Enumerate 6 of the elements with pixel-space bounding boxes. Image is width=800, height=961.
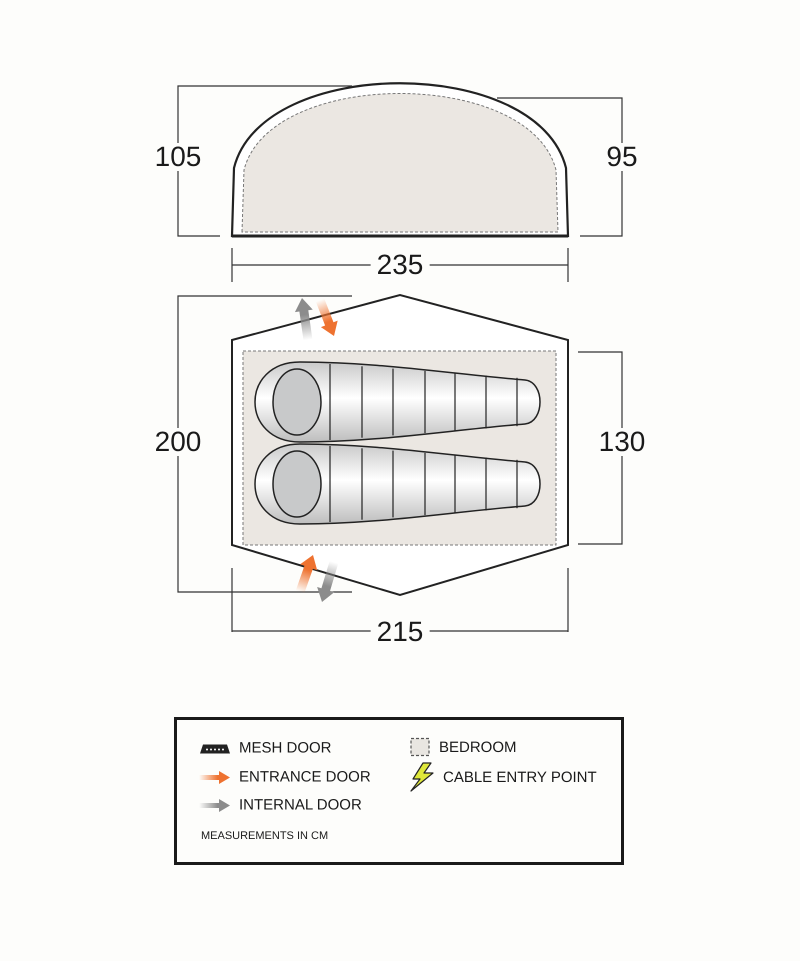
note-text: MEASUREMENTS IN CM <box>201 830 328 842</box>
legend-label: CABLE ENTRY POINT <box>443 768 597 786</box>
legend-label: MESH DOOR <box>239 740 332 756</box>
legend-label: ENTRANCE DOOR <box>239 768 371 786</box>
legend-label: INTERNAL DOOR <box>239 796 362 814</box>
legend-label: BEDROOM <box>439 738 517 756</box>
